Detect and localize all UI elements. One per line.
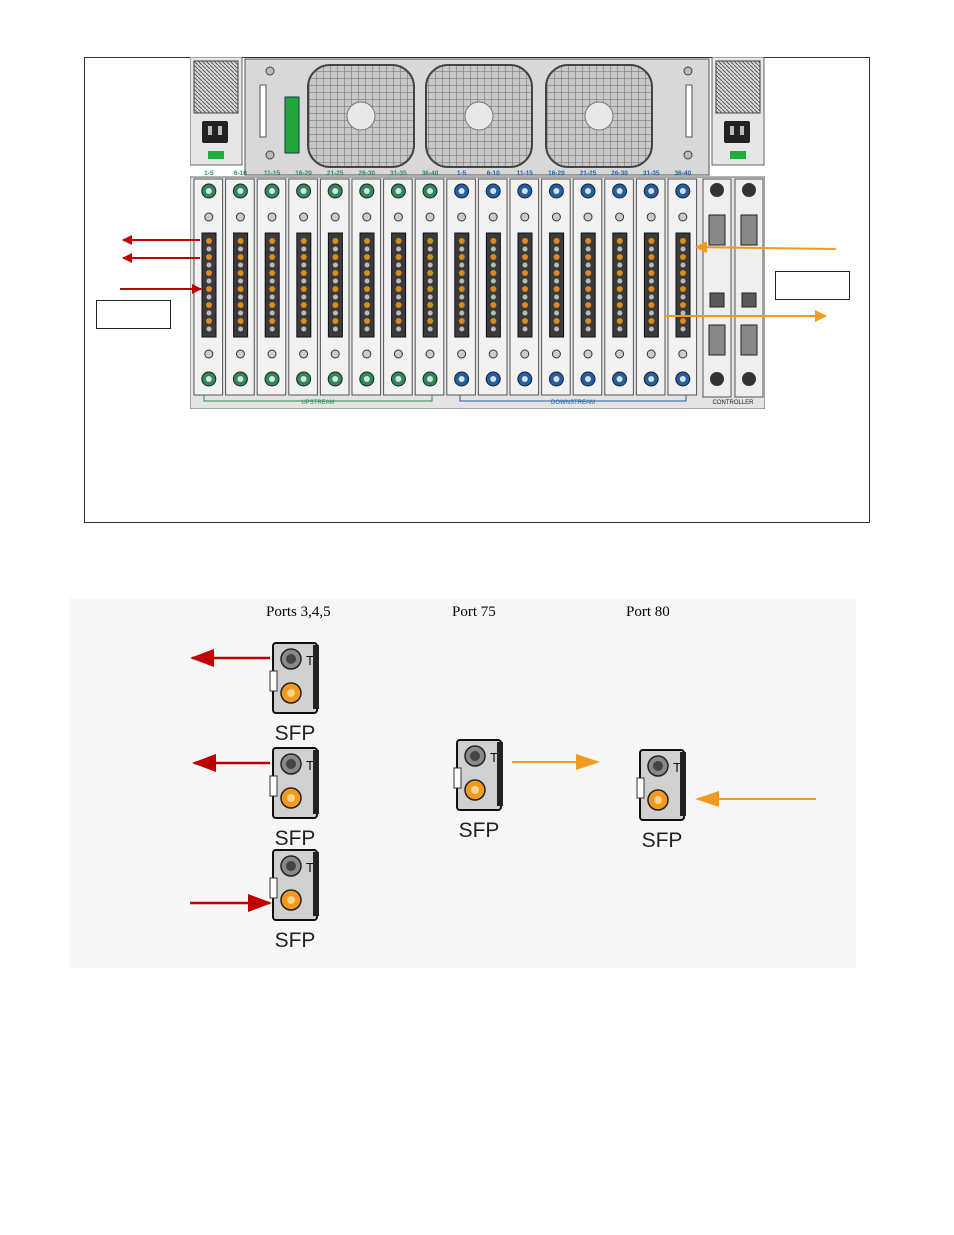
downstream-card <box>604 178 634 396</box>
downstream-card <box>667 178 698 396</box>
fan-1 <box>307 64 415 168</box>
sfp-t-label: T <box>490 750 498 765</box>
sfp-t-label: T <box>673 760 681 775</box>
line-cards <box>193 178 698 396</box>
downstream-card <box>572 178 603 396</box>
port-80-caption: Port 80 <box>626 604 670 620</box>
slot-label: 11-15 <box>264 170 281 177</box>
slot-label: 6-10 <box>234 170 247 177</box>
slot-label: 1-5 <box>457 170 467 177</box>
power-supply-right <box>711 57 765 166</box>
downstream-card <box>477 178 508 396</box>
empty-label-box-left <box>96 300 171 329</box>
power-supply-left <box>190 57 243 166</box>
port-75-caption: Port 75 <box>452 604 496 620</box>
ports-3-4-5-caption: Ports 3,4,5 <box>266 604 331 620</box>
fan-2 <box>425 64 533 168</box>
slot-label: 21-25 <box>580 170 597 177</box>
downstream-section-label: DOWNSTREAM <box>551 400 595 406</box>
sfp-port-5: T SFP <box>269 849 319 952</box>
slot-label: 26-30 <box>611 170 628 177</box>
controller-cards <box>702 178 764 398</box>
sfp-port-75: T SFP <box>453 739 503 842</box>
fan-3 <box>545 64 653 168</box>
slot-label: 36-40 <box>422 170 439 177</box>
controller-label: CONTROLLER <box>712 400 754 406</box>
downstream-card <box>635 178 666 396</box>
slot-label: 6-10 <box>487 170 500 177</box>
sfp-label: SFP <box>275 722 316 745</box>
upstream-card <box>288 178 318 396</box>
upstream-card <box>383 178 413 396</box>
slot-label: 26-30 <box>358 170 375 177</box>
slot-label: 36-40 <box>674 170 691 177</box>
slot-label: 31-35 <box>390 170 407 177</box>
sfp-label: SFP <box>275 827 316 850</box>
slot-label: 1-5 <box>204 170 214 177</box>
downstream-slot-labels: 1-5 6-10 11-15 16-20 21-25 26-30 31-35 36-40 <box>457 170 692 177</box>
sfp-label: SFP <box>642 829 683 852</box>
slot-label: 11-15 <box>517 170 534 177</box>
upstream-section-label: UPSTREAM <box>301 400 334 406</box>
sfp-t-label: T <box>306 860 314 875</box>
orange-arrow-in <box>695 241 837 254</box>
fan-tray <box>244 58 710 176</box>
chassis-rear-view: 1-5 6-10 11-15 16-20 21-25 26-30 31-35 36-40 1-… <box>190 57 765 409</box>
upstream-card <box>225 178 255 396</box>
upstream-bracket: UPSTREAM <box>203 395 433 406</box>
upstream-slot-labels: 1-5 6-10 11-15 16-20 21-25 26-30 31-35 36-40 <box>204 170 439 177</box>
slot-label: 16-20 <box>548 170 565 177</box>
sfp-label: SFP <box>459 819 500 842</box>
sfp-t-label: T <box>306 653 314 668</box>
sfp-modules: T SFP T SFP T SFP T SFP T SFP <box>190 642 816 952</box>
upstream-card <box>414 178 445 396</box>
upstream-card <box>351 178 382 396</box>
sfp-t-label: T <box>306 758 314 773</box>
upstream-card <box>319 178 350 396</box>
upstream-card <box>256 178 287 396</box>
chassis-arrows <box>120 235 837 322</box>
empty-label-box-right <box>775 271 850 300</box>
sfp-port-3: T SFP <box>269 642 319 745</box>
sfp-label: SFP <box>275 929 316 952</box>
upstream-card <box>193 178 224 396</box>
sfp-port-4: T SFP <box>269 747 319 850</box>
slot-label: 16-20 <box>295 170 312 177</box>
downstream-card <box>541 178 571 396</box>
sfp-port-80: T SFP <box>636 749 686 852</box>
slot-label: 31-35 <box>643 170 660 177</box>
slot-label: 21-25 <box>327 170 344 177</box>
downstream-card <box>509 178 540 396</box>
downstream-bracket: DOWNSTREAM <box>459 395 687 406</box>
downstream-card <box>446 178 476 396</box>
